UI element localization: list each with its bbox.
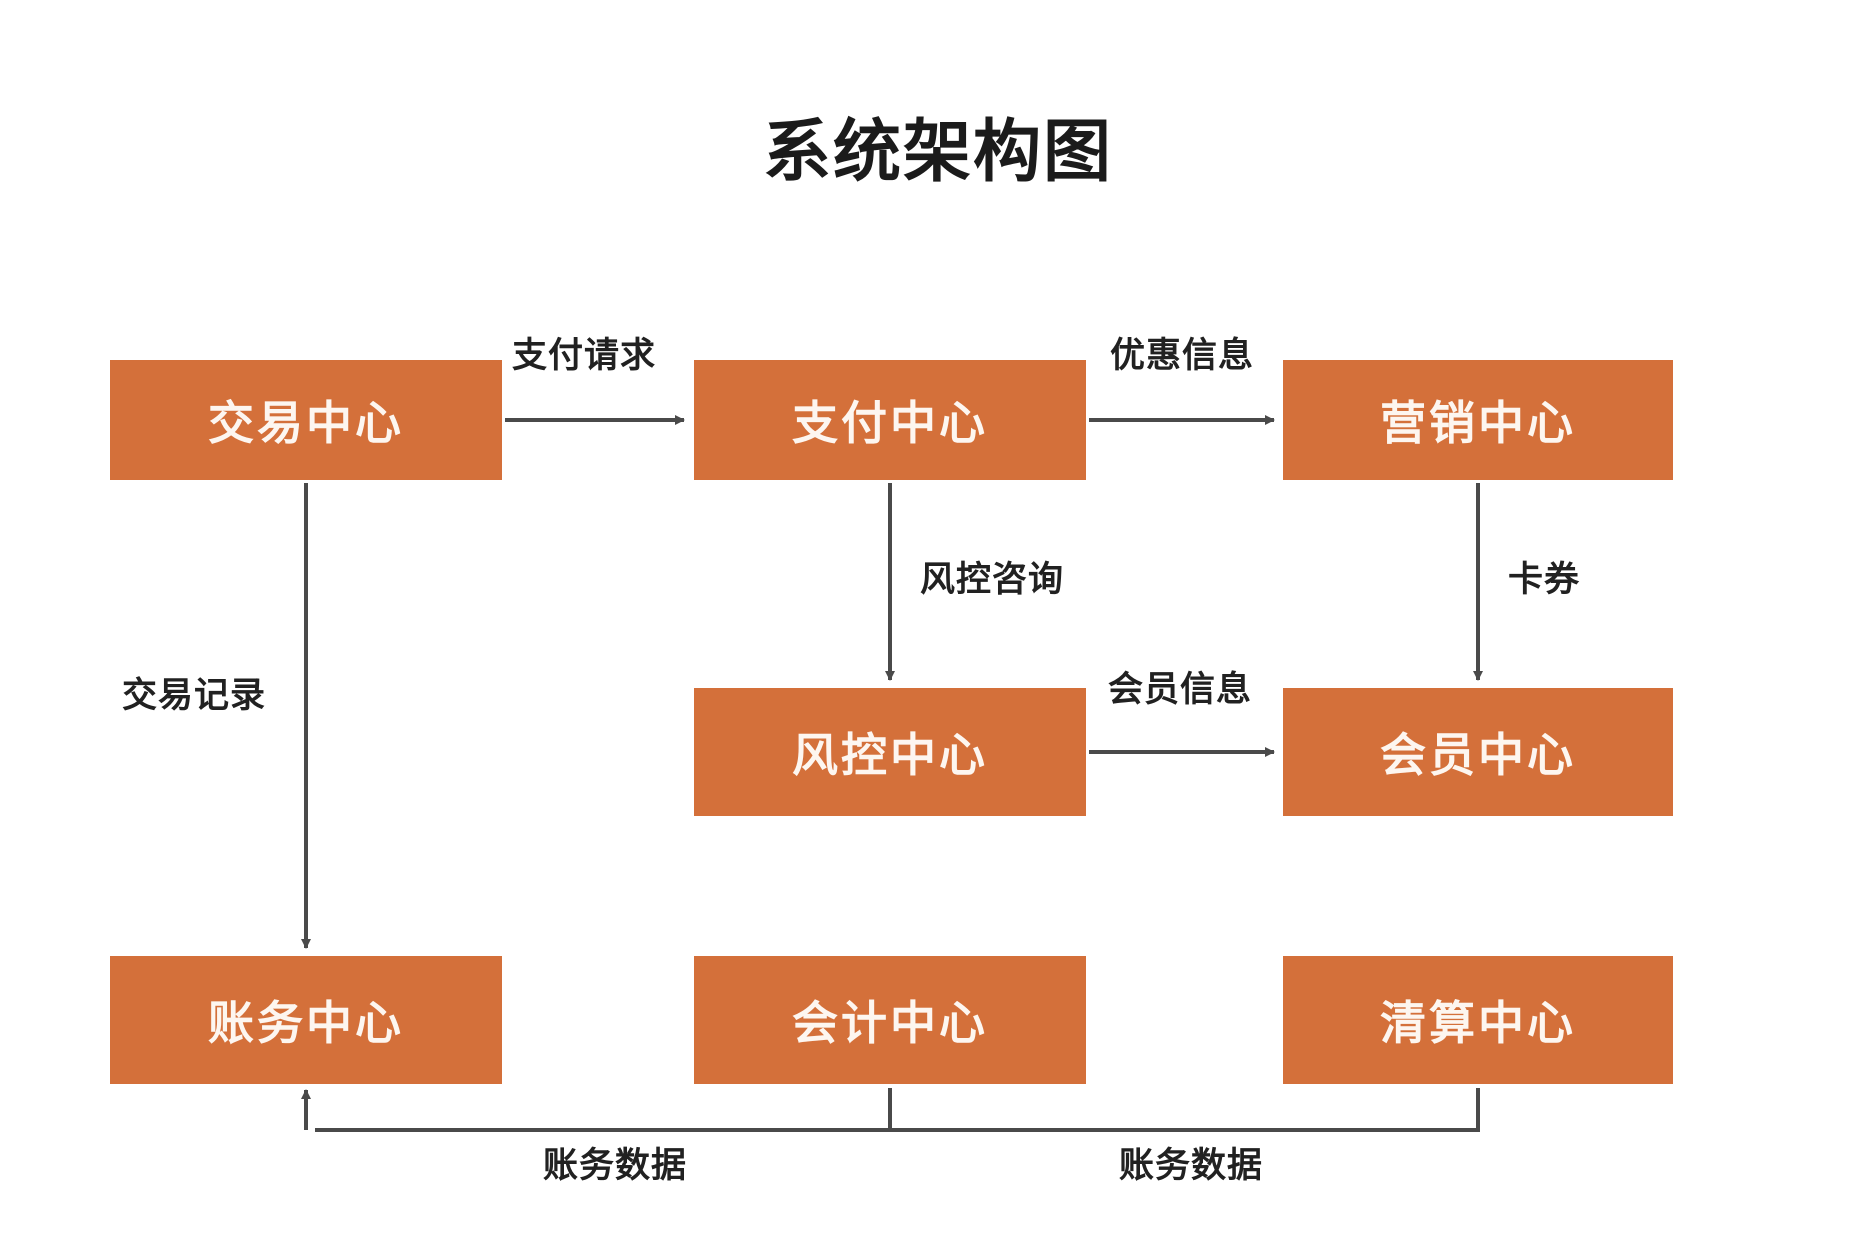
page-title: 系统架构图 (762, 114, 1113, 190)
node-member-center[interactable]: 会员中心 (1283, 688, 1673, 816)
edge-label-payment-request: 支付请求 (512, 336, 657, 375)
node-risk-center[interactable]: 风控中心 (694, 688, 1086, 816)
edge-clearing-to-account (315, 1088, 1480, 1132)
node-clearing-center[interactable]: 清算中心 (1283, 956, 1673, 1084)
node-payment-center[interactable]: 支付中心 (694, 360, 1086, 480)
edge-label-coupon: 卡券 (1508, 560, 1581, 599)
edge-label-promotion-info: 优惠信息 (1110, 336, 1255, 375)
node-marketing-center[interactable]: 营销中心 (1283, 360, 1673, 480)
edge-label-transaction-record: 交易记录 (122, 676, 267, 715)
node-finance-center[interactable]: 会计中心 (694, 956, 1086, 1084)
node-account-center[interactable]: 账务中心 (110, 956, 502, 1084)
edge-finance-to-account (315, 1088, 892, 1132)
edge-label-account-data-left: 账务数据 (543, 1146, 688, 1185)
edge-label-account-data-right: 账务数据 (1119, 1146, 1264, 1185)
edge-label-member-info: 会员信息 (1108, 670, 1253, 709)
node-trade-center[interactable]: 交易中心 (110, 360, 502, 480)
edge-label-risk-consultation: 风控咨询 (920, 560, 1065, 599)
